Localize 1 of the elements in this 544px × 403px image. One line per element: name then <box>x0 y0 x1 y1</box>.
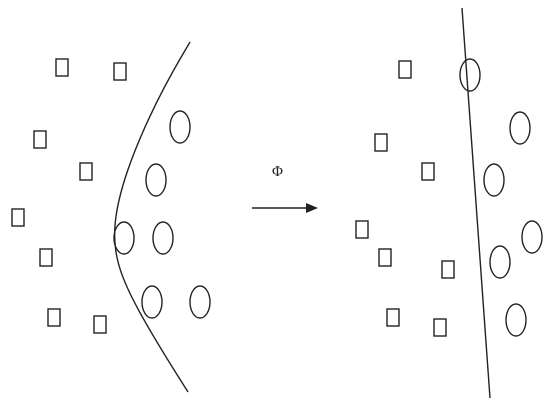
mapping-symbol: Φ <box>272 165 283 180</box>
